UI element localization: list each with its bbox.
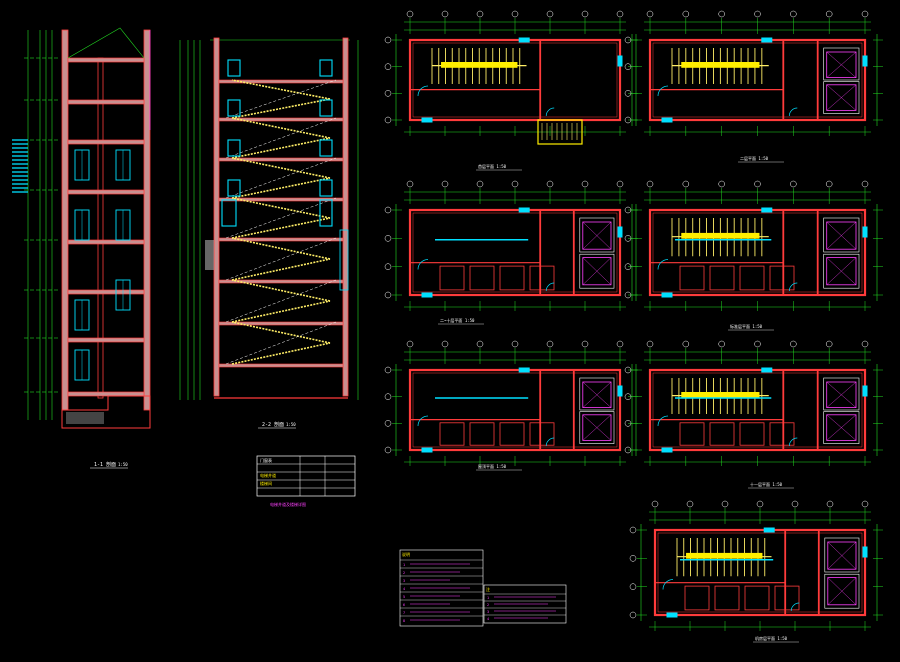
floor-plan-caption: 机房层平面 1:50: [755, 635, 788, 641]
title-block-header: 门窗表: [260, 457, 272, 463]
floor-plan-caption: 屋顶平面 1:50: [478, 463, 507, 469]
notes-left-line: 5: [403, 595, 405, 599]
floor-plan-7: 机房层平面 1:50: [629, 500, 883, 643]
notes-left-line: 4: [403, 587, 405, 591]
floor-plan-4: 标准层平面 1:50: [624, 180, 883, 331]
notes-left-line: 7: [403, 611, 405, 615]
notes-left-line: 8: [403, 619, 405, 623]
floor-plan-caption: 十一层平面 1:50: [750, 481, 783, 487]
floor-plan-1: 首层平面 1:50: [384, 10, 638, 171]
floor-plan-6: 十一层平面 1:50: [624, 340, 883, 489]
title-block: 门窗表 电梯井道 楼梯间 电梯井道及楼梯详图: [256, 455, 356, 507]
elevation-section: 1-1 剖面 1:50: [12, 27, 151, 469]
floor-plan-caption: 首层平面 1:50: [478, 163, 507, 169]
floor-plan-5: 屋顶平面 1:50: [384, 340, 638, 471]
notes-left-line: 6: [403, 603, 405, 607]
floor-plan-caption: 二层平面 1:50: [740, 155, 769, 161]
elevation-section-caption: 1-1 剖面: [94, 461, 116, 468]
notes-right-line: 2: [487, 603, 489, 607]
notes-left-title: 说明: [402, 551, 410, 557]
notes-right-line: 1: [487, 596, 489, 600]
title-block-note: 电梯井道及楼梯详图: [270, 501, 306, 507]
notes-right: 1 2 3 4 注: [483, 584, 567, 624]
floor-plan-2: 二层平面 1:50: [624, 10, 883, 163]
title-block-row-1: 电梯井道: [260, 472, 276, 478]
floor-plan-caption: 标准层平面 1:50: [730, 323, 763, 329]
floor-plan-3: 二~十层平面 1:50: [384, 180, 638, 325]
notes-left: 1 2 3 4 5 6 7 8 说明: [399, 549, 484, 627]
notes-left-line: 3: [403, 579, 405, 583]
elevation-section-scale: 1:50: [118, 462, 128, 467]
floor-plan-caption: 二~十层平面 1:50: [440, 317, 475, 323]
notes-left-line: 1: [403, 563, 405, 567]
stair-section-scale: 1:50: [286, 422, 296, 427]
stair-section: 2-2 剖面 1:50: [179, 37, 359, 429]
notes-right-line: 3: [487, 610, 489, 614]
title-block-row-2: 楼梯间: [260, 480, 272, 486]
stair-section-caption: 2-2 剖面: [262, 421, 284, 428]
notes-left-line: 2: [403, 571, 405, 575]
notes-right-title: 注: [486, 586, 490, 592]
notes-right-line: 4: [487, 617, 489, 621]
